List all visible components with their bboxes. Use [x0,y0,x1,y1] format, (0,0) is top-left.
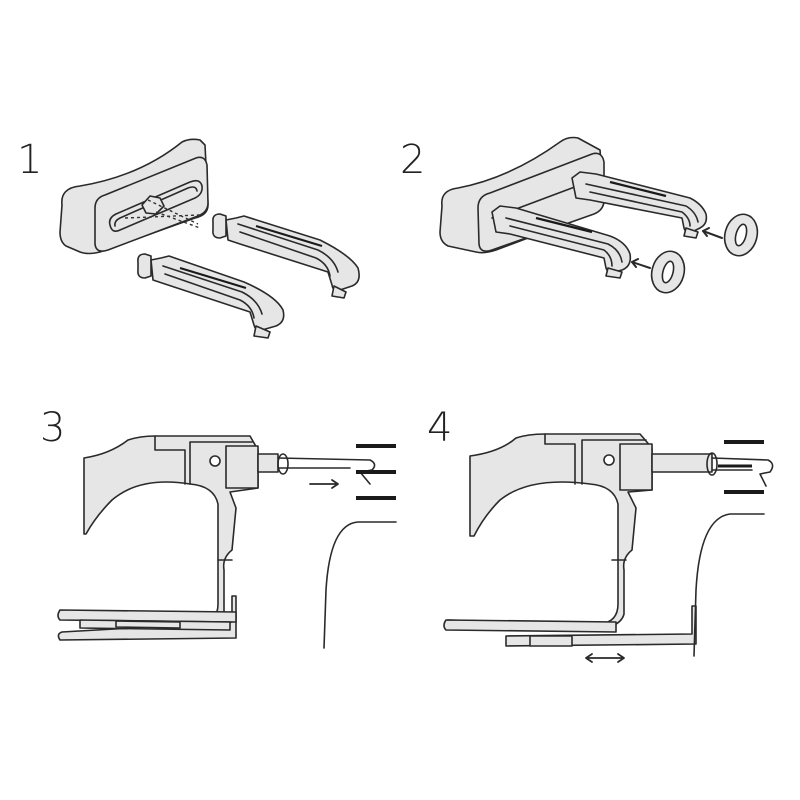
clip-pin-1 [212,213,360,299]
mount-bracket [57,435,259,641]
vent-slats [724,440,764,494]
step-4-number: 4 [427,405,453,451]
step-3-number: 3 [40,405,66,451]
step-2-illustration [439,136,759,294]
step-1-panel: 1 [0,0,400,400]
vent-slats [356,444,396,500]
washer-2 [650,250,686,294]
step-4-illustration [443,433,774,663]
step-1-number: 1 [17,137,43,183]
step-3-illustration [57,435,397,649]
washer-1 [723,213,759,257]
pin-hook [257,453,376,485]
car-dashboard-surface [323,521,397,649]
arrow-left-icon [631,227,723,269]
car-dashboard-surface [693,513,765,657]
step-1-illustration [59,138,360,339]
inserted-pin-2 [491,205,632,279]
inserted-pin-1 [571,171,708,239]
base-block [59,138,209,255]
pin-hook [651,452,774,487]
step-2-number: 2 [400,137,426,183]
clip-pin-2 [137,253,285,339]
step-2-panel: 2 [400,0,800,400]
arrow-right-icon [309,479,339,489]
step-4-panel: 4 [400,400,800,800]
step-3-panel: 3 [0,400,400,800]
double-arrow-icon [585,653,625,663]
